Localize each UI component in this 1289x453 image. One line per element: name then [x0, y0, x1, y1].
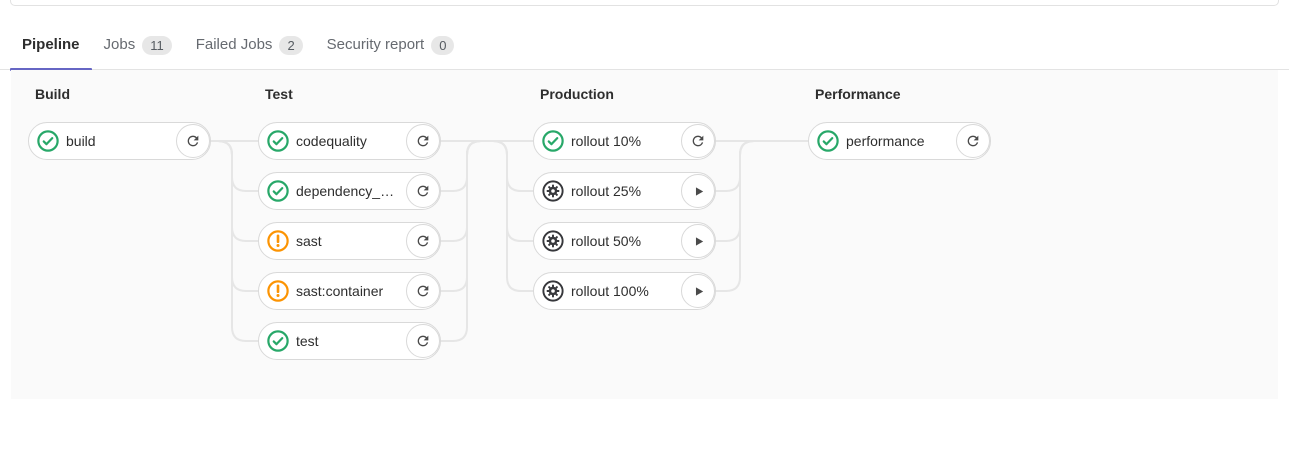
tab-jobs[interactable]: Jobs 11	[92, 24, 184, 69]
stage-jobs: performance	[808, 122, 1000, 160]
job-pill-sast-container[interactable]: sast:container	[258, 272, 441, 310]
retry-icon	[417, 285, 429, 297]
status-success-icon	[267, 330, 289, 352]
commit-box-bottom-edge	[10, 0, 1279, 6]
tab-security-report[interactable]: Security report 0	[315, 24, 467, 69]
status-success-icon	[37, 130, 59, 152]
retry-button[interactable]	[956, 124, 990, 158]
retry-button[interactable]	[406, 124, 440, 158]
status-warning-icon	[267, 230, 289, 252]
stage-title: Production	[540, 86, 614, 102]
retry-icon	[967, 135, 979, 147]
status-warning-icon	[267, 280, 289, 302]
pipeline-stage-performance: Performance performance	[808, 87, 1000, 172]
job-pill-performance[interactable]: performance	[808, 122, 991, 160]
tab-security-report-count-badge: 0	[431, 36, 455, 55]
job-pill-test[interactable]: test	[258, 322, 441, 360]
pipeline-tabs: Pipeline Jobs 11 Failed Jobs 2 Security …	[0, 24, 1289, 71]
job-name: rollout 10%	[571, 133, 642, 149]
stage-title: Performance	[815, 86, 901, 102]
retry-icon	[417, 235, 429, 247]
status-success-icon	[37, 130, 59, 152]
retry-button[interactable]	[681, 124, 715, 158]
job-name: rollout 100%	[571, 283, 649, 299]
play-icon	[695, 186, 703, 196]
status-success-icon	[267, 130, 289, 152]
retry-icon	[417, 335, 429, 347]
job-pill-dependency-s-[interactable]: dependency_s...	[258, 172, 441, 210]
retry-button[interactable]	[406, 324, 440, 358]
job-pill-rollout-25-[interactable]: rollout 25%	[533, 172, 716, 210]
job-name: build	[66, 133, 96, 149]
status-success-icon	[817, 130, 839, 152]
status-success-icon	[267, 180, 289, 202]
status-manual-icon	[542, 280, 564, 302]
job-name: test	[296, 333, 319, 349]
status-warning-icon	[267, 230, 289, 252]
job-pill-rollout-50-[interactable]: rollout 50%	[533, 222, 716, 260]
job-pill-build[interactable]: build	[28, 122, 211, 160]
job-name: sast:container	[296, 283, 384, 299]
pipeline-stage-build: Build build	[28, 87, 220, 172]
job-pill-sast[interactable]: sast	[258, 222, 441, 260]
play-icon	[695, 236, 703, 246]
play-icon	[695, 286, 703, 296]
retry-icon	[692, 135, 704, 147]
status-manual-icon	[542, 230, 564, 252]
status-success-icon	[267, 330, 289, 352]
job-pill-rollout-100-[interactable]: rollout 100%	[533, 272, 716, 310]
status-success-icon	[267, 180, 289, 202]
status-manual-icon	[542, 180, 564, 202]
status-warning-icon	[267, 280, 289, 302]
tab-failed-jobs-count-badge: 2	[279, 36, 303, 55]
job-pill-codequality[interactable]: codequality	[258, 122, 441, 160]
tab-security-report-label: Security report	[326, 36, 425, 53]
job-name: rollout 50%	[571, 233, 642, 249]
retry-button[interactable]	[406, 274, 440, 308]
stage-jobs: rollout 10% rollout 25% rollout 50% roll…	[533, 122, 725, 310]
pipeline-graph: Build build Test codequality dependency_…	[11, 70, 1278, 399]
retry-button[interactable]	[406, 174, 440, 208]
pipeline-stage-production: Production rollout 10% rollout 25% rollo…	[533, 87, 725, 322]
play-button[interactable]	[681, 224, 715, 258]
play-button[interactable]	[681, 274, 715, 308]
job-name: sast	[296, 233, 322, 249]
job-pill-rollout-10-[interactable]: rollout 10%	[533, 122, 716, 160]
stage-title: Build	[35, 86, 70, 102]
tab-pipeline[interactable]: Pipeline	[10, 24, 92, 71]
job-name: codequality	[296, 133, 367, 149]
stage-jobs: build	[28, 122, 220, 160]
status-manual-icon	[542, 230, 564, 252]
status-manual-icon	[542, 280, 564, 302]
tab-jobs-count-badge: 11	[142, 36, 172, 55]
play-button[interactable]	[681, 174, 715, 208]
status-success-icon	[542, 130, 564, 152]
job-name: dependency_s...	[296, 183, 398, 199]
tab-failed-jobs-label: Failed Jobs	[195, 36, 273, 53]
retry-icon	[187, 135, 199, 147]
tab-pipeline-label: Pipeline	[22, 36, 80, 53]
status-success-icon	[267, 130, 289, 152]
pipeline-stage-test: Test codequality dependency_s... sast sa…	[258, 87, 450, 372]
status-success-icon	[817, 130, 839, 152]
retry-icon	[417, 135, 429, 147]
tab-jobs-label: Jobs	[103, 36, 136, 53]
stage-jobs: codequality dependency_s... sast sast:co…	[258, 122, 450, 360]
retry-button[interactable]	[406, 224, 440, 258]
job-name: rollout 25%	[571, 183, 642, 199]
status-manual-icon	[542, 180, 564, 202]
status-success-icon	[542, 130, 564, 152]
tab-failed-jobs[interactable]: Failed Jobs 2	[184, 24, 315, 69]
retry-icon	[417, 185, 429, 197]
job-name: performance	[846, 133, 925, 149]
retry-button[interactable]	[176, 124, 210, 158]
stage-title: Test	[265, 86, 293, 102]
